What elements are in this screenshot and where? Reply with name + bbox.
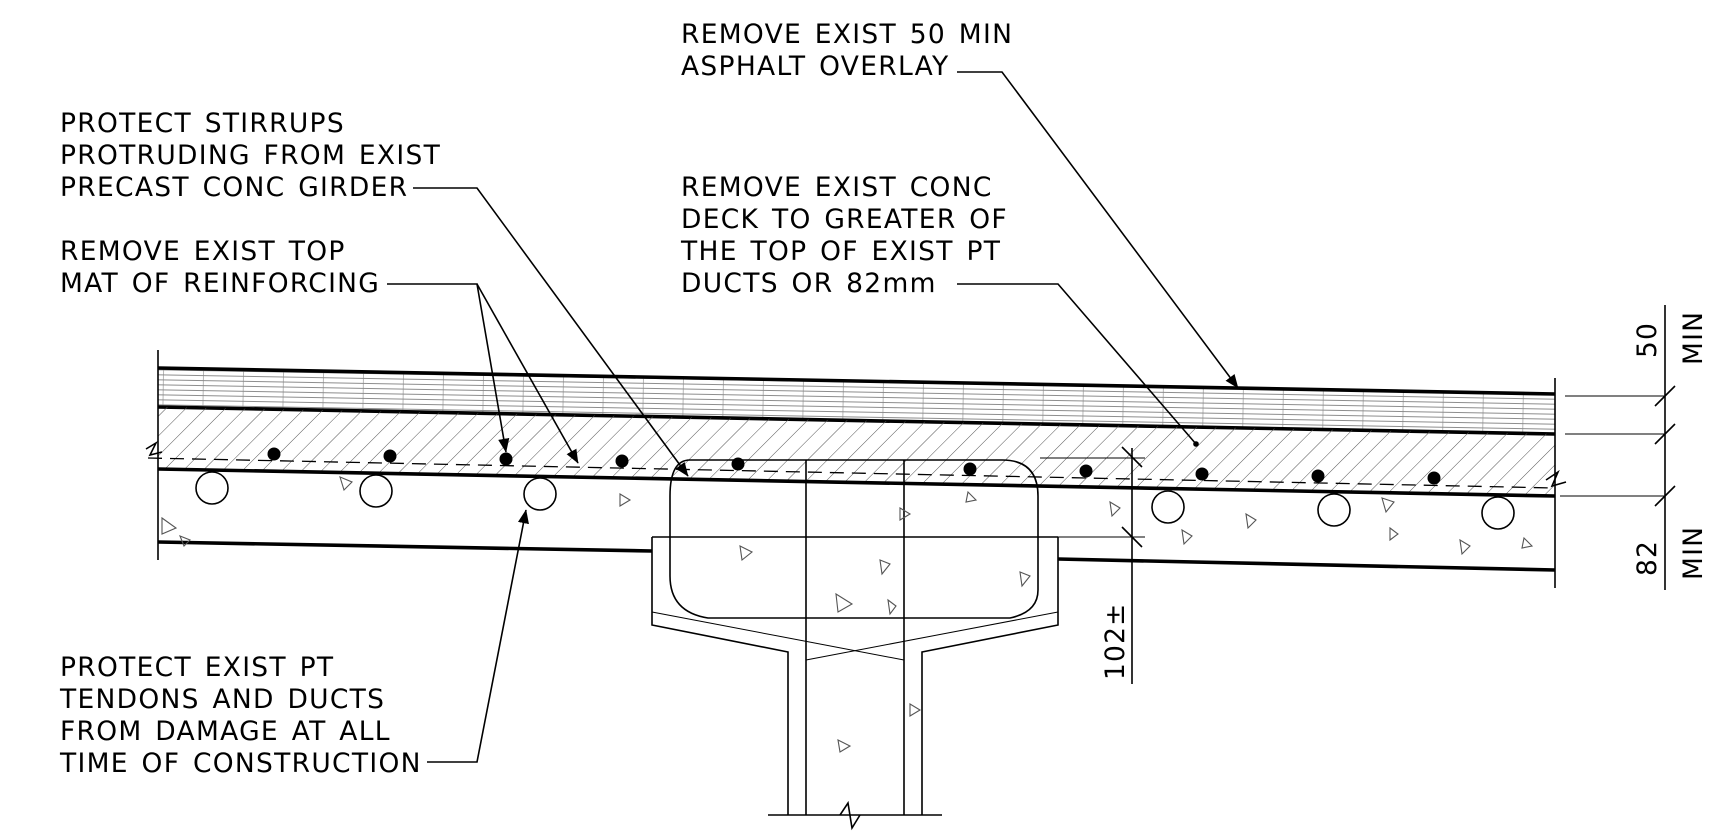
note-remove-top-mat: REMOVE EXIST TOP MAT OF REINFORCING xyxy=(60,236,380,299)
deck-thickness-suffix: MIN xyxy=(1678,526,1709,580)
note-protect-pt-tendons: PROTECT EXIST PT TENDONS AND DUCTS FROM … xyxy=(59,652,422,779)
deck-thickness-label: 82 xyxy=(1632,540,1663,576)
note-remove-conc-deck: REMOVE EXIST CONC DECK TO GREATER OF THE… xyxy=(680,172,1021,299)
note-remove-asphalt-overlay: REMOVE EXIST 50 MIN ASPHALT OVERLAY xyxy=(681,19,1026,82)
dimension-strings xyxy=(1040,305,1676,684)
asphalt-thickness-suffix: MIN xyxy=(1678,311,1709,365)
leader-lines xyxy=(387,71,1239,763)
pt-ducts xyxy=(195,471,1515,530)
concrete-aggregate xyxy=(161,476,1534,753)
remaining-deck-slab xyxy=(145,350,1567,588)
girder-projection-label: 102± xyxy=(1100,602,1131,680)
top-mat-reinforcing xyxy=(267,447,1441,485)
asphalt-thickness-label: 50 xyxy=(1632,322,1663,358)
note-protect-stirrups: PROTECT STIRRUPS PROTRUDING FROM EXIST P… xyxy=(60,108,454,203)
precast-girder xyxy=(651,459,1059,831)
